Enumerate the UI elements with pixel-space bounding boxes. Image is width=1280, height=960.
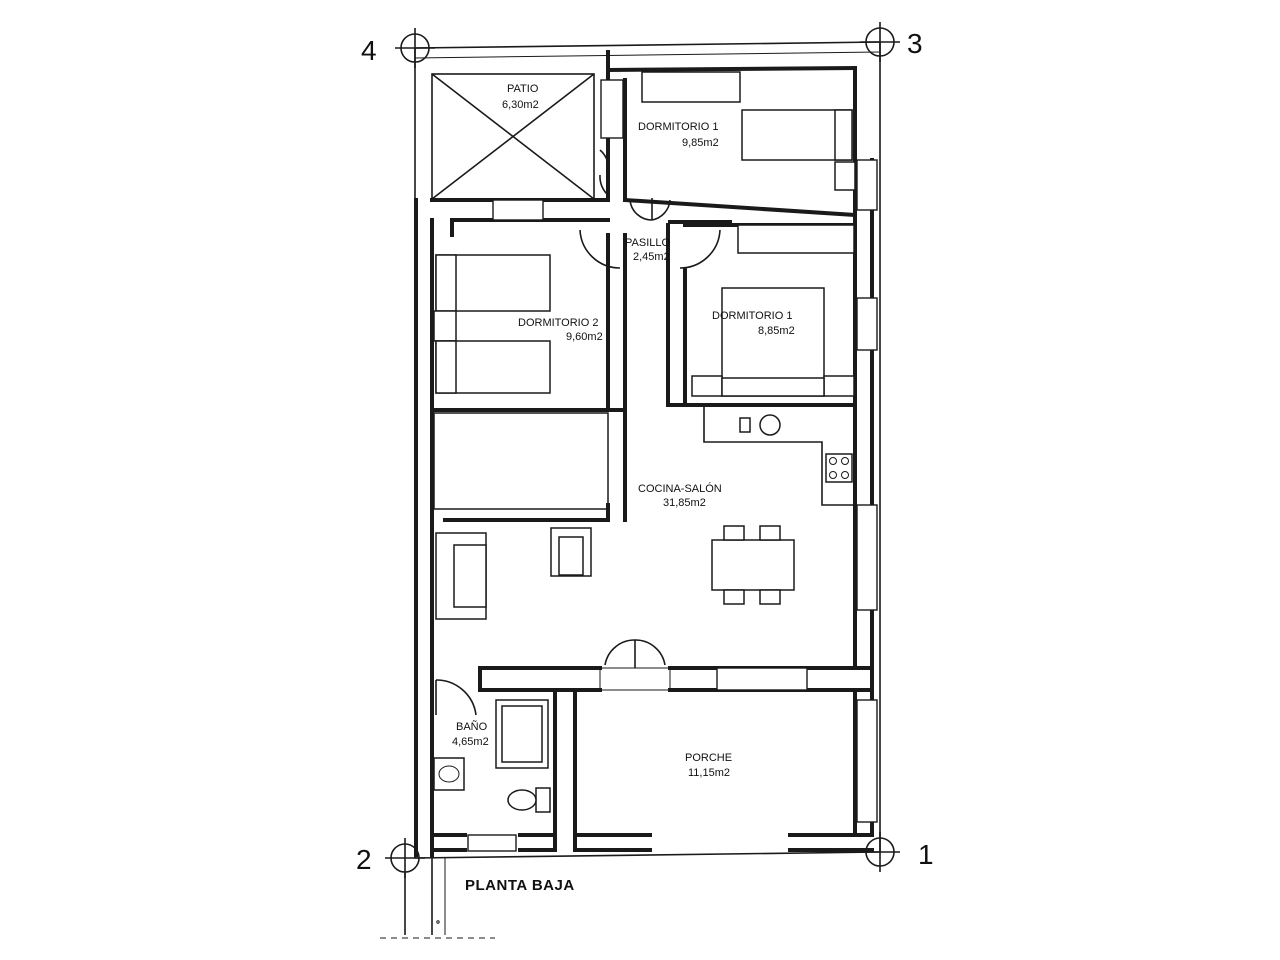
room-name-porche: PORCHE	[685, 752, 732, 764]
chair	[723, 589, 745, 605]
pillow	[834, 109, 853, 161]
room-area-dormitorio-2: 9,60m2	[566, 331, 603, 343]
nightstand	[823, 375, 855, 397]
sink	[759, 414, 781, 436]
lower-extension	[380, 858, 495, 939]
patio-room: PATIO 6,30m2	[431, 73, 595, 200]
bed	[741, 109, 853, 161]
axis-label-4: 4	[361, 35, 377, 66]
window	[856, 297, 878, 351]
armchair-seat	[558, 536, 584, 576]
axis-marker-3: 3	[860, 22, 923, 62]
axis-label-2: 2	[356, 844, 372, 875]
room-area-dormitorio-1-middle: 8,85m2	[758, 325, 795, 337]
bathtub-inner	[501, 705, 543, 763]
pillow	[721, 377, 825, 397]
window	[856, 159, 878, 211]
porche-room: PORCHE 11,15m2	[685, 699, 878, 823]
wardrobe	[433, 412, 609, 510]
wardrobe	[737, 224, 855, 254]
chair	[723, 525, 745, 541]
patio-door	[599, 149, 610, 196]
pasillo-room: PASILLO 2,45m2	[492, 198, 721, 269]
plan-title: PLANTA BAJA	[465, 877, 575, 894]
room-area-pasillo: 2,45m2	[633, 251, 670, 263]
fridge	[739, 417, 751, 433]
chair	[759, 589, 781, 605]
pillow	[435, 254, 457, 312]
room-name-patio: PATIO	[507, 83, 539, 95]
room-area-dormitorio-1-top: 9,85m2	[682, 137, 719, 149]
room-name-bano: BAÑO	[456, 720, 488, 733]
room-name-dormitorio-1-middle: DORMITORIO 1	[712, 310, 792, 322]
window	[492, 199, 544, 221]
chair	[759, 525, 781, 541]
axis-label-3: 3	[907, 28, 923, 59]
room-area-bano: 4,65m2	[452, 736, 489, 748]
toilet	[507, 789, 537, 811]
window	[856, 504, 878, 611]
room-area-porche: 11,15m2	[688, 767, 730, 779]
window	[716, 667, 808, 691]
exterior-walls	[414, 50, 874, 857]
room-area-cocina-salon: 31,85m2	[663, 497, 706, 509]
window	[467, 834, 517, 852]
dormitorio-1-middle: DORMITORIO 1 8,85m2	[691, 224, 878, 397]
wardrobe	[641, 71, 741, 103]
window	[600, 79, 624, 139]
pillow	[435, 340, 457, 394]
room-name-dormitorio-2: DORMITORIO 2	[518, 317, 598, 329]
nightstand	[433, 310, 457, 342]
room-area-patio: 6,30m2	[502, 99, 539, 111]
dormitorio-1-top: DORMITORIO 1 9,85m2	[600, 71, 878, 211]
cooktop	[825, 453, 853, 483]
room-name-dormitorio-1-top: DORMITORIO 1	[638, 121, 718, 133]
axis-marker-4: 4	[361, 28, 435, 68]
nightstand	[834, 161, 856, 191]
cocina-salon: COCINA-SALÓN 31,85m2	[433, 405, 878, 691]
bano-room: BAÑO 4,65m2	[433, 679, 551, 852]
room-name-pasillo: PASILLO	[625, 237, 670, 249]
nightstand	[691, 375, 723, 397]
window	[856, 699, 878, 823]
room-name-cocina-salon: COCINA-SALÓN	[638, 482, 722, 495]
dormitorio-2: DORMITORIO 2 9,60m2	[433, 254, 603, 394]
dining-table	[711, 539, 795, 591]
toilet-tank	[535, 787, 551, 813]
axis-label-1: 1	[918, 839, 934, 870]
sofa-seat	[453, 544, 487, 608]
